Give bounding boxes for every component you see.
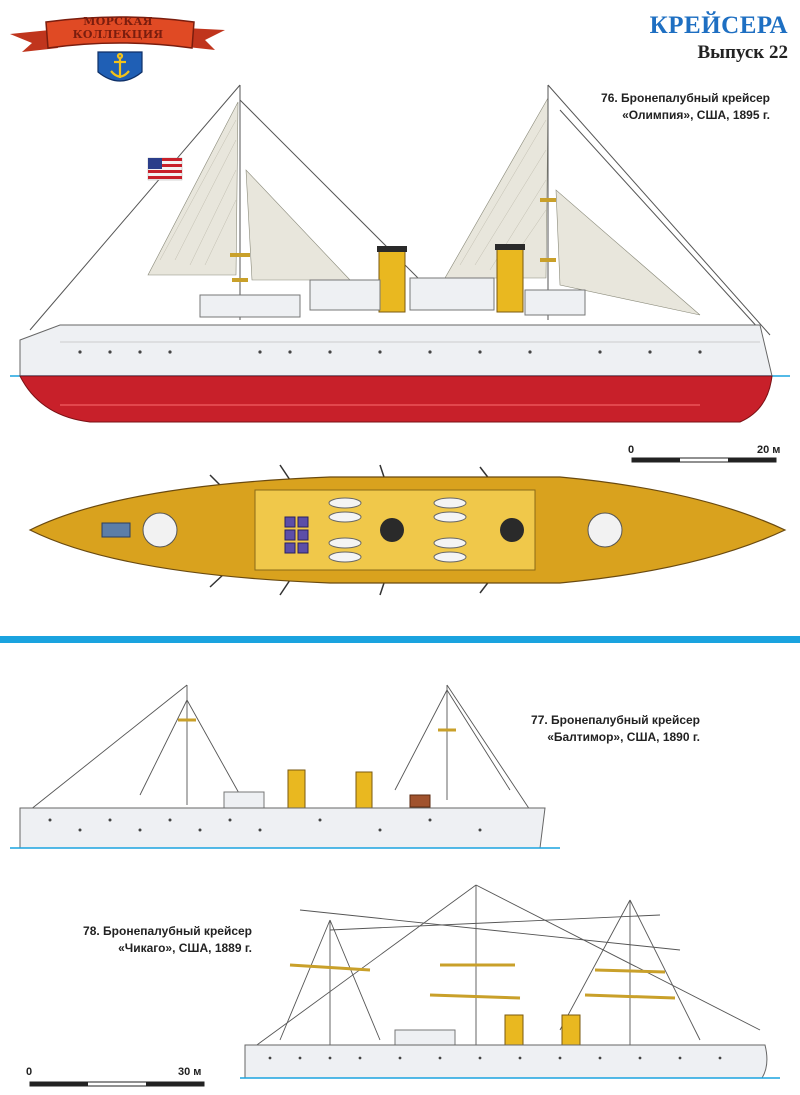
scale-bar-20m	[631, 457, 777, 463]
section-divider	[0, 636, 800, 643]
scale-20m-start: 0	[628, 444, 635, 456]
olympia-funnels	[377, 244, 525, 313]
scale-30m-end: 30 м	[178, 1066, 202, 1078]
scale-30m-start: 0	[26, 1066, 33, 1078]
ship-77-caption-line2: «Балтимор», США, 1890 г.	[547, 730, 700, 744]
scale-bar-30m	[29, 1081, 205, 1087]
ship-78-caption-line1: 78. Бронепалубный крейсер	[83, 924, 252, 938]
us-flag-icon	[147, 157, 183, 181]
page-title: КРЕЙСЕРА	[649, 12, 788, 39]
olympia-plan-view	[28, 464, 787, 596]
ship-77-caption: 77. Бронепалубный крейсер «Балтимор», СШ…	[531, 712, 700, 746]
olympia-side-profile	[10, 84, 790, 423]
olympia-sails	[147, 96, 701, 316]
ship-76-caption: 76. Бронепалубный крейсер «Олимпия», США…	[601, 90, 770, 124]
chicago-side-profile	[240, 884, 780, 1079]
ship-76-caption-line1: 76. Бронепалубный крейсер	[601, 91, 770, 105]
ship-77-caption-line1: 77. Бронепалубный крейсер	[531, 713, 700, 727]
ship-78-caption: 78. Бронепалубный крейсер «Чикаго», США,…	[83, 923, 252, 957]
anchor-icon	[110, 52, 130, 78]
logo-banner-text: МОРСКАЯ КОЛЛЕКЦИЯ	[72, 15, 164, 41]
ship-76-caption-line2: «Олимпия», США, 1895 г.	[622, 108, 770, 122]
logo-banner	[10, 16, 225, 82]
issue-number: Выпуск 22	[697, 42, 788, 63]
ship-78-caption-line2: «Чикаго», США, 1889 г.	[118, 941, 252, 955]
baltimore-side-profile	[10, 684, 560, 849]
scale-20m-end: 20 м	[757, 444, 781, 456]
